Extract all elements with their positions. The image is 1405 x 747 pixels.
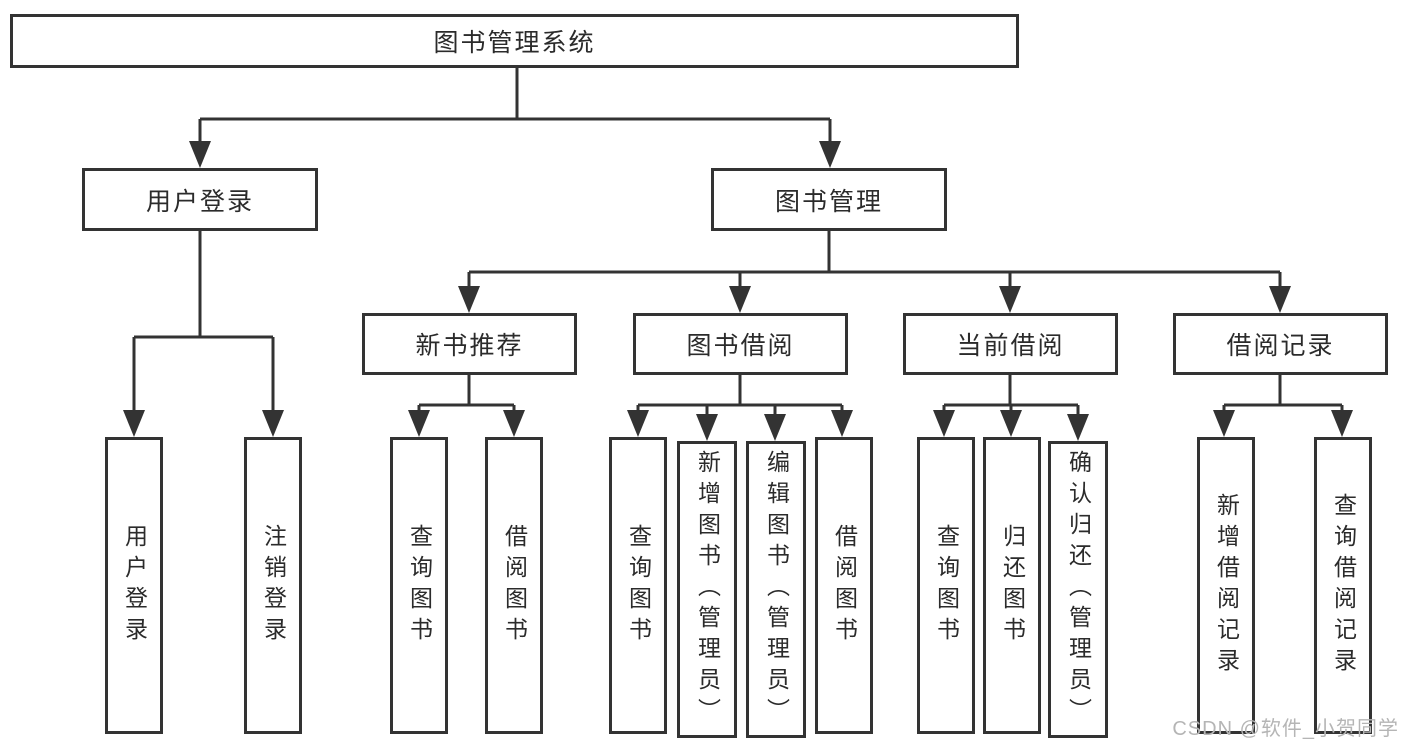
leaf-query-books-current: 查询图书 <box>917 437 975 734</box>
leaf-query-borrow-record: 查询借阅记录 <box>1314 437 1372 734</box>
leaf-edit-book-admin: 编辑图书（管理员） <box>746 441 806 738</box>
arrowhead <box>123 410 145 437</box>
arrowhead <box>696 414 718 441</box>
arrowhead <box>262 410 284 437</box>
node-root: 图书管理系统 <box>10 14 1019 68</box>
leaf-query-books-borrow-label: 查询图书 <box>625 523 652 648</box>
node-current-borrow: 当前借阅 <box>903 313 1118 375</box>
node-current-borrow-label: 当前借阅 <box>956 332 1065 360</box>
leaf-add-book-admin-label: 新增图书（管理员） <box>694 450 721 729</box>
arrowhead <box>1000 410 1022 437</box>
arrowhead <box>764 414 786 441</box>
arrowhead <box>1067 414 1089 441</box>
leaf-query-books-recommend-label: 查询图书 <box>406 523 433 648</box>
leaf-logout: 注销登录 <box>244 437 302 734</box>
leaf-borrow-books-label: 借阅图书 <box>831 523 858 648</box>
arrowhead <box>189 141 211 168</box>
arrowhead <box>627 410 649 437</box>
leaf-edit-book-admin-label: 编辑图书（管理员） <box>763 450 790 729</box>
leaf-user-login-label: 用户登录 <box>121 523 148 648</box>
node-book-borrow: 图书借阅 <box>633 313 848 375</box>
arrowhead <box>1331 410 1353 437</box>
leaf-borrow-books-recommend: 借阅图书 <box>485 437 543 734</box>
leaf-add-borrow-record-label: 新增借阅记录 <box>1213 492 1240 679</box>
arrowhead <box>408 410 430 437</box>
arrowhead <box>458 286 480 313</box>
leaf-query-books-recommend: 查询图书 <box>390 437 448 734</box>
leaf-confirm-return-admin: 确认归还（管理员） <box>1048 441 1108 738</box>
leaf-borrow-books: 借阅图书 <box>815 437 873 734</box>
arrowhead <box>729 286 751 313</box>
arrowhead <box>999 286 1021 313</box>
node-user-login: 用户登录 <box>82 168 318 231</box>
arrowhead <box>1269 286 1291 313</box>
arrowhead <box>933 410 955 437</box>
leaf-user-login: 用户登录 <box>105 437 163 734</box>
node-borrow-records-label: 借阅记录 <box>1226 332 1335 360</box>
arrowhead <box>503 410 525 437</box>
leaf-add-borrow-record: 新增借阅记录 <box>1197 437 1255 734</box>
connector-borrow-records <box>1222 375 1344 412</box>
leaf-borrow-books-recommend-label: 借阅图书 <box>501 523 528 648</box>
leaf-query-books-borrow: 查询图书 <box>609 437 667 734</box>
leaf-add-book-admin: 新增图书（管理员） <box>677 441 737 738</box>
leaf-logout-label: 注销登录 <box>260 523 287 648</box>
watermark-text: CSDN @软件_小贺同学 <box>1172 718 1399 740</box>
node-book-management: 图书管理 <box>711 168 947 231</box>
leaf-return-books-label: 归还图书 <box>999 523 1026 648</box>
arrowhead <box>819 141 841 168</box>
node-book-management-label: 图书管理 <box>774 187 883 216</box>
connector-current-borrow <box>942 375 1080 416</box>
node-user-login-label: 用户登录 <box>145 187 254 216</box>
connector-new-books <box>417 375 516 412</box>
leaf-confirm-return-admin-label: 确认归还（管理员） <box>1065 450 1092 729</box>
connector-book-management <box>467 231 1282 287</box>
connector-user-login <box>132 231 275 410</box>
arrowhead <box>1213 410 1235 437</box>
leaf-return-books: 归还图书 <box>983 437 1041 734</box>
node-borrow-records: 借阅记录 <box>1173 313 1388 375</box>
node-new-book-recommend: 新书推荐 <box>362 313 577 375</box>
connector-book-borrow <box>636 375 844 416</box>
leaf-query-borrow-record-label: 查询借阅记录 <box>1330 492 1357 679</box>
connector-root <box>198 68 832 141</box>
arrowhead <box>831 410 853 437</box>
node-book-borrow-label: 图书借阅 <box>686 332 795 360</box>
leaf-query-books-current-label: 查询图书 <box>933 523 960 648</box>
node-root-label: 图书管理系统 <box>433 29 596 57</box>
node-new-book-recommend-label: 新书推荐 <box>415 332 524 360</box>
